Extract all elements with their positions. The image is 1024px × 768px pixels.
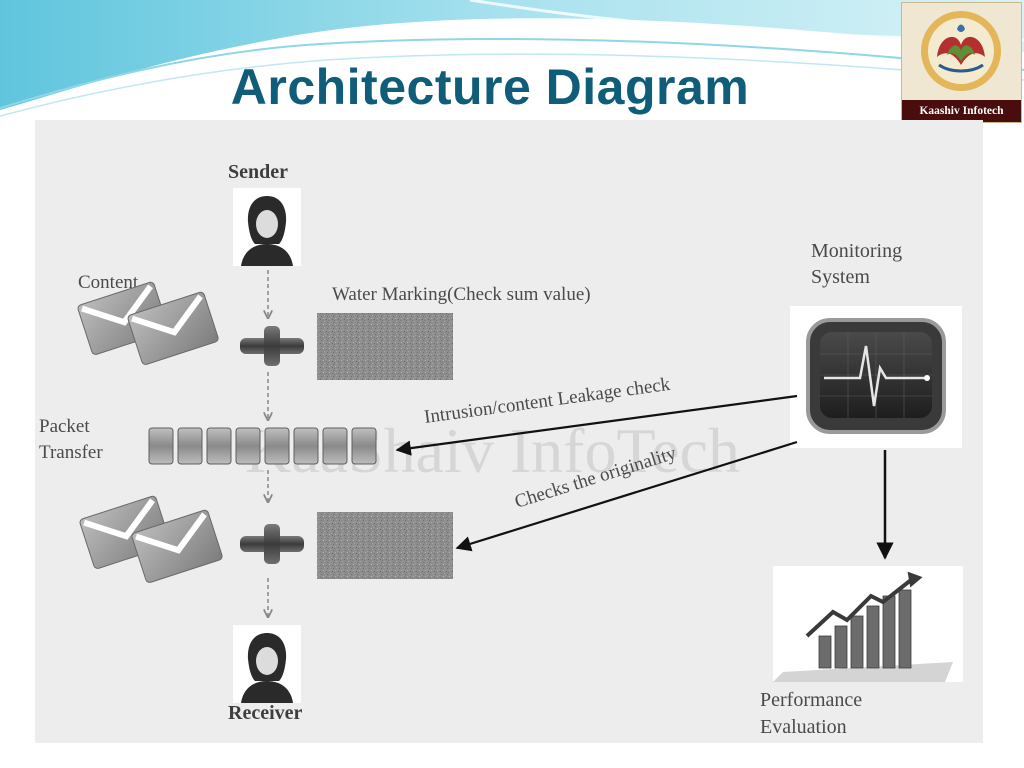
packet-block (148, 427, 174, 465)
growth-chart-icon (773, 566, 963, 682)
packet-block (206, 427, 232, 465)
content-envelope-icon (77, 281, 219, 365)
performance-label-line1: Performance (760, 689, 862, 711)
packet-block (264, 427, 290, 465)
heartbeat-monitor-icon (790, 306, 962, 448)
receiver-person-icon (233, 625, 301, 703)
packet-row (148, 427, 377, 465)
packet-block (293, 427, 319, 465)
packet-block (235, 427, 261, 465)
received-envelope-icon (79, 495, 223, 583)
packet-block (177, 427, 203, 465)
sender-person-icon (233, 188, 301, 266)
intrusion-check-arrow (395, 394, 798, 456)
plus-icon (240, 524, 304, 564)
packet-label-line1: Packet (39, 416, 90, 437)
sender-label: Sender (228, 161, 288, 183)
check-noise-block (317, 512, 453, 579)
content-label: Content (78, 272, 139, 293)
architecture-diagram: KaaShaiv InfoTech Sender Content (39, 161, 963, 738)
plus-icon (240, 326, 304, 366)
receiver-label: Receiver (228, 702, 303, 724)
packet-label-line2: Transfer (39, 442, 103, 463)
packet-block (351, 427, 377, 465)
diagram-panel: KaaShaiv InfoTech Sender Content (35, 120, 983, 743)
watermark-noise-block (317, 313, 453, 380)
watermarking-label: Water Marking(Check sum value) (332, 284, 591, 305)
logo-text: Kaashiv Infotech (902, 100, 1021, 122)
monitoring-label-line1: Monitoring (811, 240, 902, 262)
lotus-emblem-icon (921, 11, 1001, 91)
packet-block (322, 427, 348, 465)
originality-check-arrow (455, 440, 798, 552)
slide-title: Architecture Diagram (230, 59, 750, 115)
company-logo: Kaashiv Infotech (901, 2, 1022, 123)
monitoring-label-line2: System (811, 266, 870, 288)
performance-label-line2: Evaluation (760, 716, 847, 738)
